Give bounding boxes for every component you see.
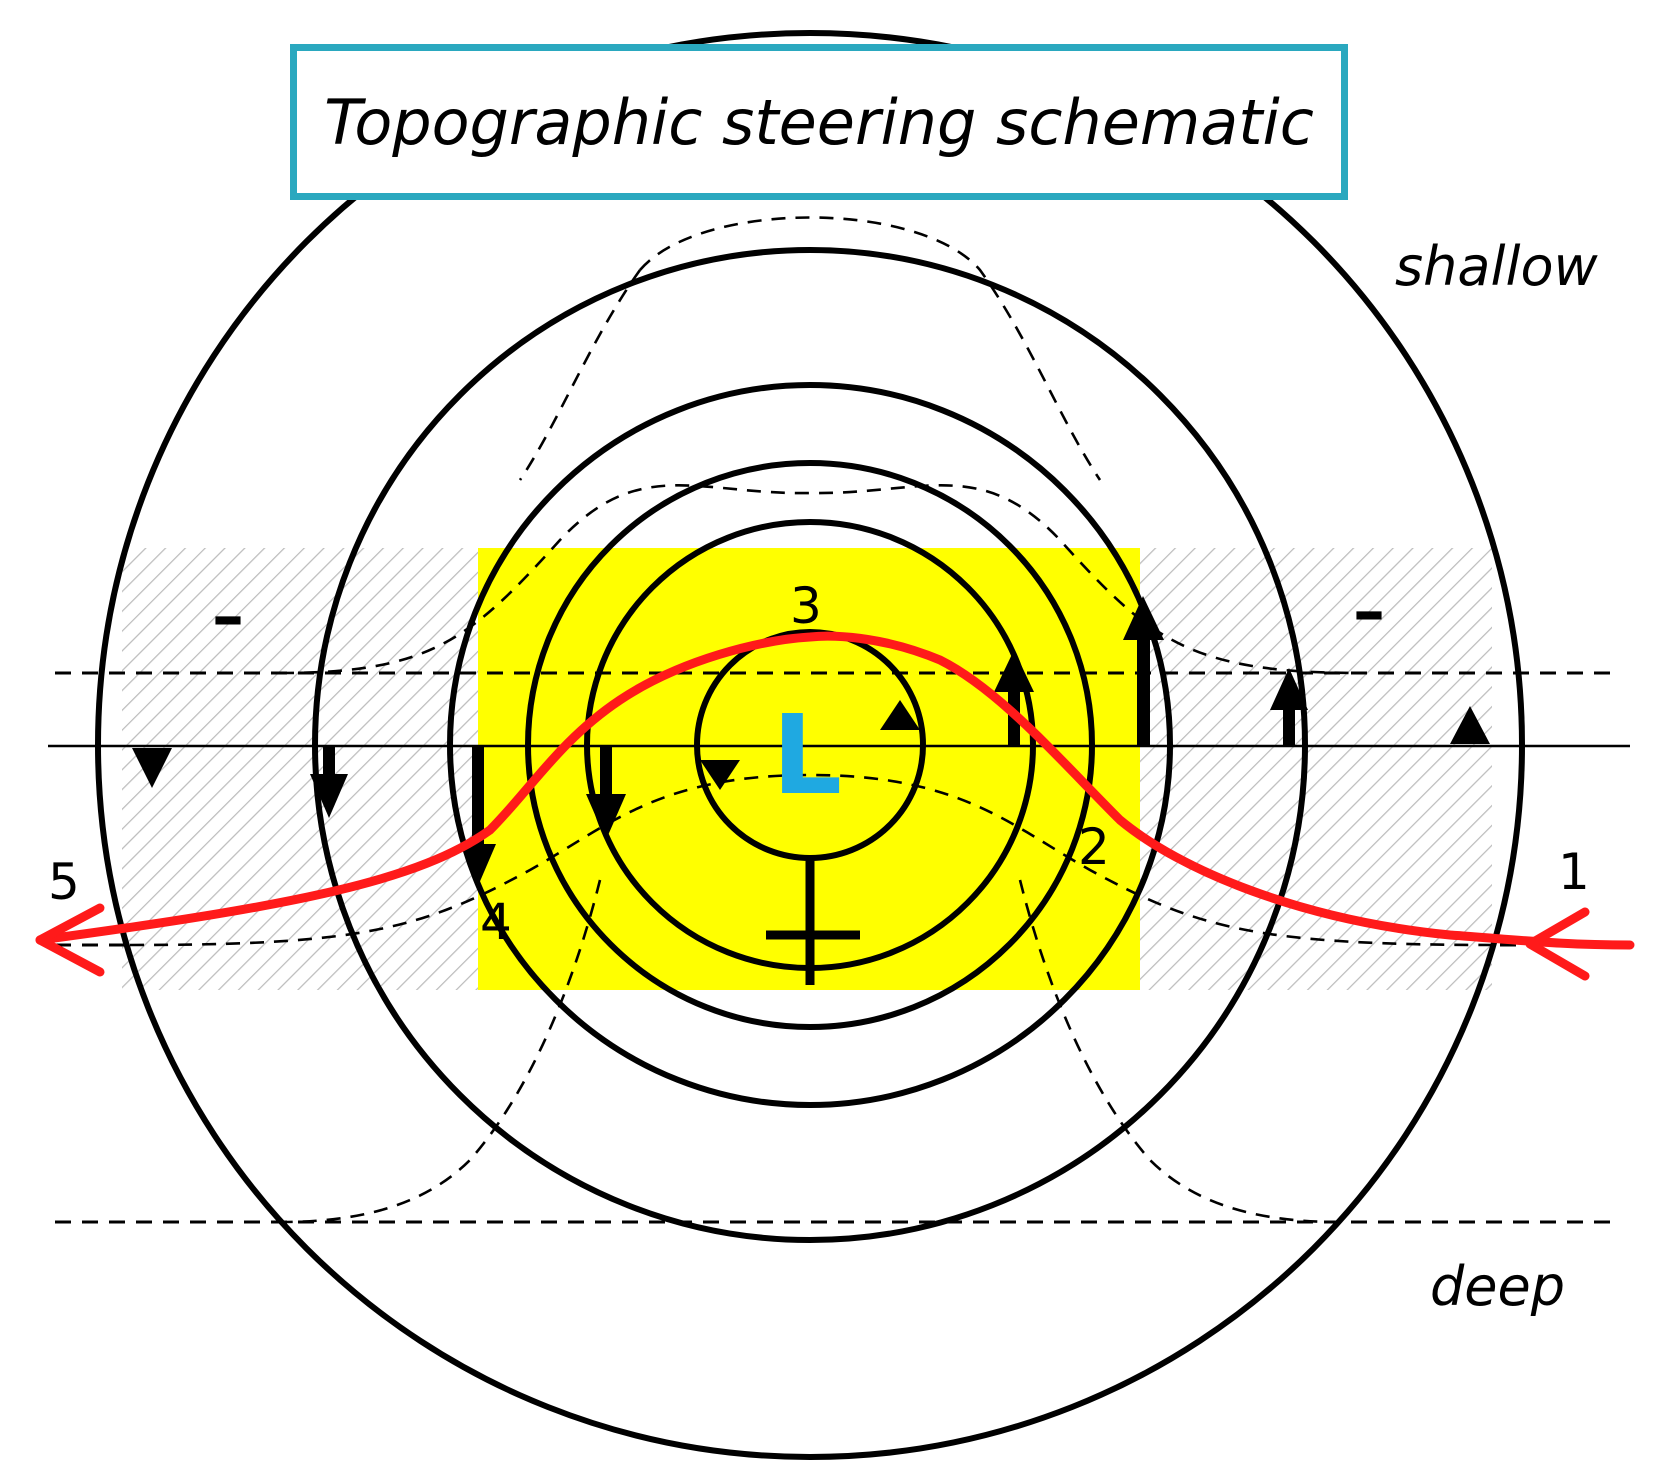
inner-arrow-down-icon [700,760,740,790]
up-arrow-icon-2 [1123,596,1164,746]
point-label-2: 2 [1078,818,1110,876]
low-center-label: L [772,691,843,819]
minus-sign-left: – [212,580,244,654]
trajectory-arrow-start-icon [1525,907,1590,981]
down-arrow-icon-2 [310,746,348,818]
down-arrow-icon-3 [460,746,496,886]
point-label-3: 3 [790,577,822,635]
point-label-5: 5 [48,853,80,911]
down-arrow-icon-1 [132,748,172,788]
point-label-1: 1 [1558,843,1590,901]
point-label-4: 4 [480,893,512,951]
up-arrow-icon-4 [1450,706,1490,744]
minus-sign-right: – [1353,575,1385,649]
inner-arrow-up-icon [880,700,920,730]
title-box: Topographic steering schematic [290,44,1348,200]
venus-symbol [766,860,860,985]
diagram-title: Topographic steering schematic [324,85,1314,159]
trajectory-arrowhead-icon [35,903,105,977]
up-arrow-icon-3 [1270,668,1308,746]
flow-arrows [132,596,1490,886]
deep-label: deep [1430,1255,1565,1318]
shallow-label: shallow [1395,235,1598,298]
down-arrow-icon-4 [586,746,626,840]
trajectory-path [35,631,1635,950]
